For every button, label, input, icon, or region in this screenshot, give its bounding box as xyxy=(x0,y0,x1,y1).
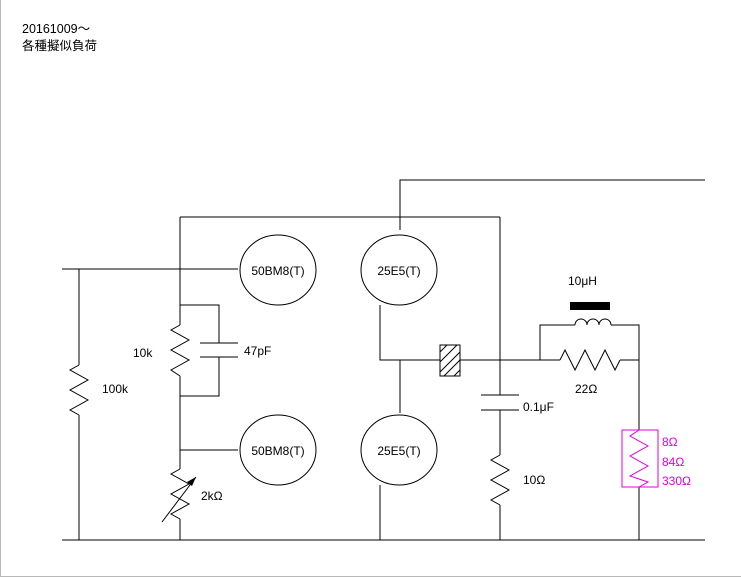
load-resistor xyxy=(628,429,650,488)
label-22ohm: 22Ω xyxy=(575,382,597,396)
wire-cathode-mid xyxy=(379,305,440,361)
tube-lower-left-label: 50BM8(T) xyxy=(251,444,304,458)
label-100k: 100k xyxy=(102,382,129,396)
inductor-coil xyxy=(574,318,612,326)
label-10uh: 10μH xyxy=(568,274,597,288)
resistor-2k xyxy=(169,468,191,520)
wire-plate-out xyxy=(399,179,705,230)
tube-lower-right-label: 25E5(T) xyxy=(377,444,420,458)
label-10ohm: 10Ω xyxy=(523,473,545,487)
wire-inductor-left xyxy=(539,324,575,360)
load-value-2: 84Ω xyxy=(662,455,684,469)
tube-upper-right xyxy=(360,234,438,306)
label-47pf: 47pF xyxy=(244,344,271,358)
tube-upper-left-label: 50BM8(T) xyxy=(251,264,304,278)
resistor-10ohm xyxy=(489,454,511,506)
header-date: 20161009～ xyxy=(22,22,91,36)
wire-47pf-top xyxy=(180,304,220,343)
resistor-100k xyxy=(68,364,90,416)
inductor-core xyxy=(570,302,610,310)
load-value-3: 330Ω xyxy=(662,474,691,488)
label-2k: 2kΩ xyxy=(201,489,223,503)
variable-arrow-head xyxy=(187,477,196,486)
load-box xyxy=(621,429,659,488)
wire-47pf-bottom xyxy=(180,357,220,397)
wire-inductor-right xyxy=(611,324,640,360)
tube-upper-right-label: 25E5(T) xyxy=(377,264,420,278)
resistor-22ohm xyxy=(559,348,621,372)
header-title: 各種擬似負荷 xyxy=(22,39,98,53)
load-value-1: 8Ω xyxy=(662,435,678,449)
resistor-10k xyxy=(169,324,191,377)
tube-upper-left xyxy=(239,234,317,306)
tube-lower-right xyxy=(360,414,438,486)
tube-lower-left xyxy=(239,414,317,486)
label-01uf: 0.1μF xyxy=(523,400,554,414)
label-10k: 10k xyxy=(133,346,153,360)
